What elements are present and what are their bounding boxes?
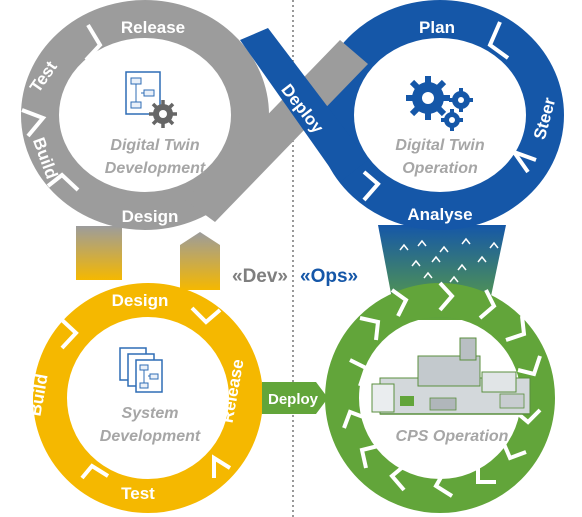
dev-caption-line1: Digital Twin [110,137,199,154]
ops-analyse-label: Analyse [407,205,472,224]
flowchart-gear-icon [125,71,177,128]
system-loop [33,283,263,513]
dev-design-label: Design [122,207,179,226]
machine-icon [371,337,531,415]
gears-icon [406,76,473,131]
system-test-label: Test [121,484,155,503]
dev-tag: «Dev» [232,266,288,287]
system-caption-line2: Development [100,428,201,445]
ops-caption-line2: Operation [402,160,478,177]
dev-caption-line2: Development [105,160,206,177]
cps-loop [325,281,555,513]
crossing-bands [185,28,368,222]
system-design-label: Design [112,291,169,310]
ops-caption-line1: Digital Twin [395,137,484,154]
cps-caption: CPS Operation [396,428,509,445]
dev-to-system-connector [76,226,220,290]
upward-arrows [399,237,499,283]
ops-loop [316,0,564,230]
flowchart-icon [119,347,163,393]
system-caption-line1: System [122,405,179,422]
ops-tag: «Ops» [300,266,358,287]
deploy-bottom-arrow [262,382,328,414]
ops-plan-label: Plan [419,18,455,37]
dev-release-label: Release [121,18,185,37]
deploy-bottom-label: Deploy [268,391,319,408]
